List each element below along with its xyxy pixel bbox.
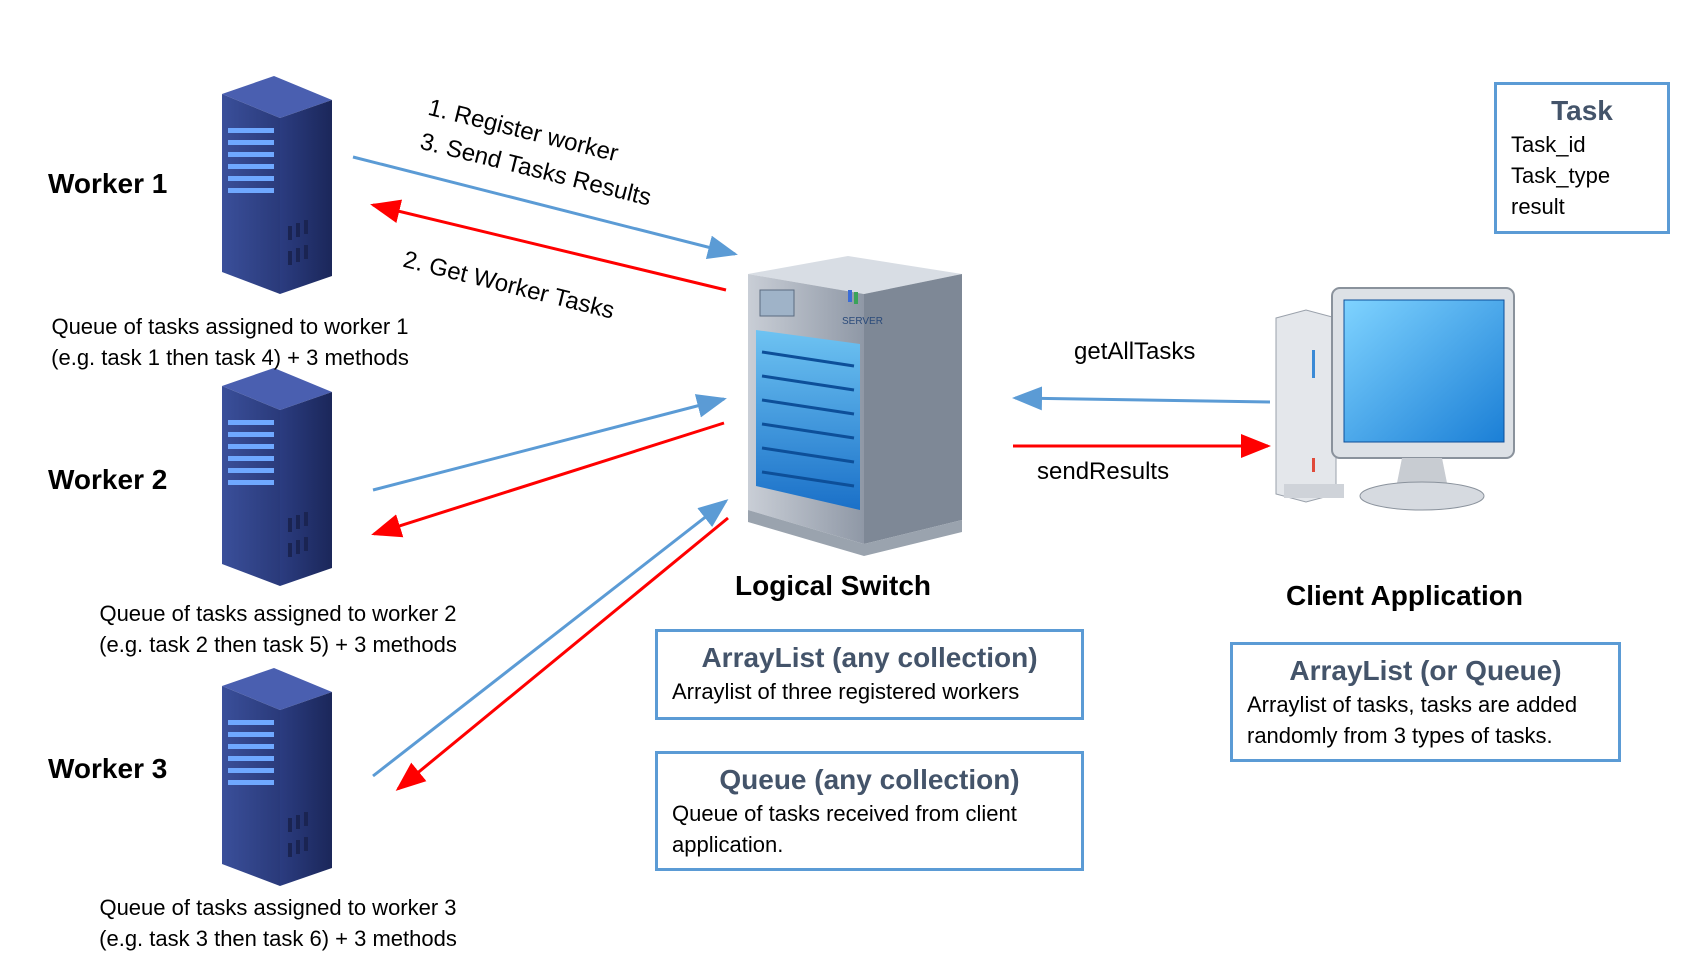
- caption-line: (e.g. task 3 then task 6) + 3 methods: [99, 926, 457, 951]
- box-title: ArrayList (any collection): [701, 642, 1038, 673]
- rack-server-icon: [222, 76, 332, 294]
- worker-3-caption: Queue of tasks assigned to worker 3 (e.g…: [78, 892, 478, 954]
- logical-switch-title: Logical Switch: [735, 570, 932, 601]
- task-field: result: [1511, 194, 1565, 219]
- arrow-get-tasks-worker1: [370, 199, 727, 292]
- arrow-get-tasks-worker3: [395, 516, 729, 791]
- rack-server-icon: [222, 668, 332, 886]
- arrow-register-worker3: [372, 499, 729, 778]
- task-title: Task: [1551, 95, 1613, 126]
- desktop-computer-icon: [1275, 287, 1515, 511]
- caption-line: Queue of tasks assigned to worker 2: [99, 601, 457, 626]
- caption-line: Queue of tasks assigned to worker 3: [99, 895, 457, 920]
- task-field: Task_type: [1511, 163, 1611, 188]
- caption-line: Queue of tasks assigned to worker 1: [51, 314, 409, 339]
- arrow-get-all-tasks: [1012, 386, 1271, 411]
- tower-server-icon: SERVER: [748, 256, 962, 556]
- worker-1-title: Worker 1: [48, 168, 168, 199]
- label-get-all-tasks: getAllTasks: [1074, 338, 1196, 365]
- arraylist-workers-box: ArrayList (any collection) Arraylist of …: [655, 629, 1084, 720]
- box-text: randomly from 3 types of tasks.: [1247, 723, 1553, 748]
- box-title: Queue (any collection): [719, 764, 1020, 795]
- arrow-register-worker2: [372, 394, 727, 492]
- box-title: ArrayList (or Queue): [1289, 655, 1562, 686]
- server-brand-label: SERVER: [842, 316, 883, 327]
- client-arraylist-box: ArrayList (or Queue) Arraylist of tasks,…: [1230, 642, 1621, 762]
- worker-3-title: Worker 3: [48, 753, 168, 784]
- label-send-results: sendResults: [1037, 458, 1170, 485]
- task-field: Task_id: [1511, 132, 1586, 157]
- arrow-register-worker1: [352, 155, 738, 259]
- caption-line: (e.g. task 1 then task 4) + 3 methods: [51, 345, 409, 370]
- worker-1-caption: Queue of tasks assigned to worker 1 (e.g…: [30, 311, 430, 373]
- task-box: Task Task_id Task_type result: [1494, 82, 1670, 234]
- caption-line: (e.g. task 2 then task 5) + 3 methods: [99, 632, 457, 657]
- rack-server-icon: [222, 368, 332, 586]
- box-text: Queue of tasks received from client: [672, 801, 1017, 826]
- worker-2-caption: Queue of tasks assigned to worker 2 (e.g…: [78, 598, 478, 660]
- box-text: application.: [672, 832, 784, 857]
- arrow-get-tasks-worker2: [371, 421, 725, 538]
- box-text: Arraylist of three registered workers: [672, 679, 1020, 704]
- client-application-title: Client Application: [1286, 580, 1523, 611]
- box-text: Arraylist of tasks, tasks are added: [1247, 692, 1578, 717]
- worker-2-title: Worker 2: [48, 464, 168, 495]
- queue-tasks-box: Queue (any collection) Queue of tasks re…: [655, 751, 1084, 871]
